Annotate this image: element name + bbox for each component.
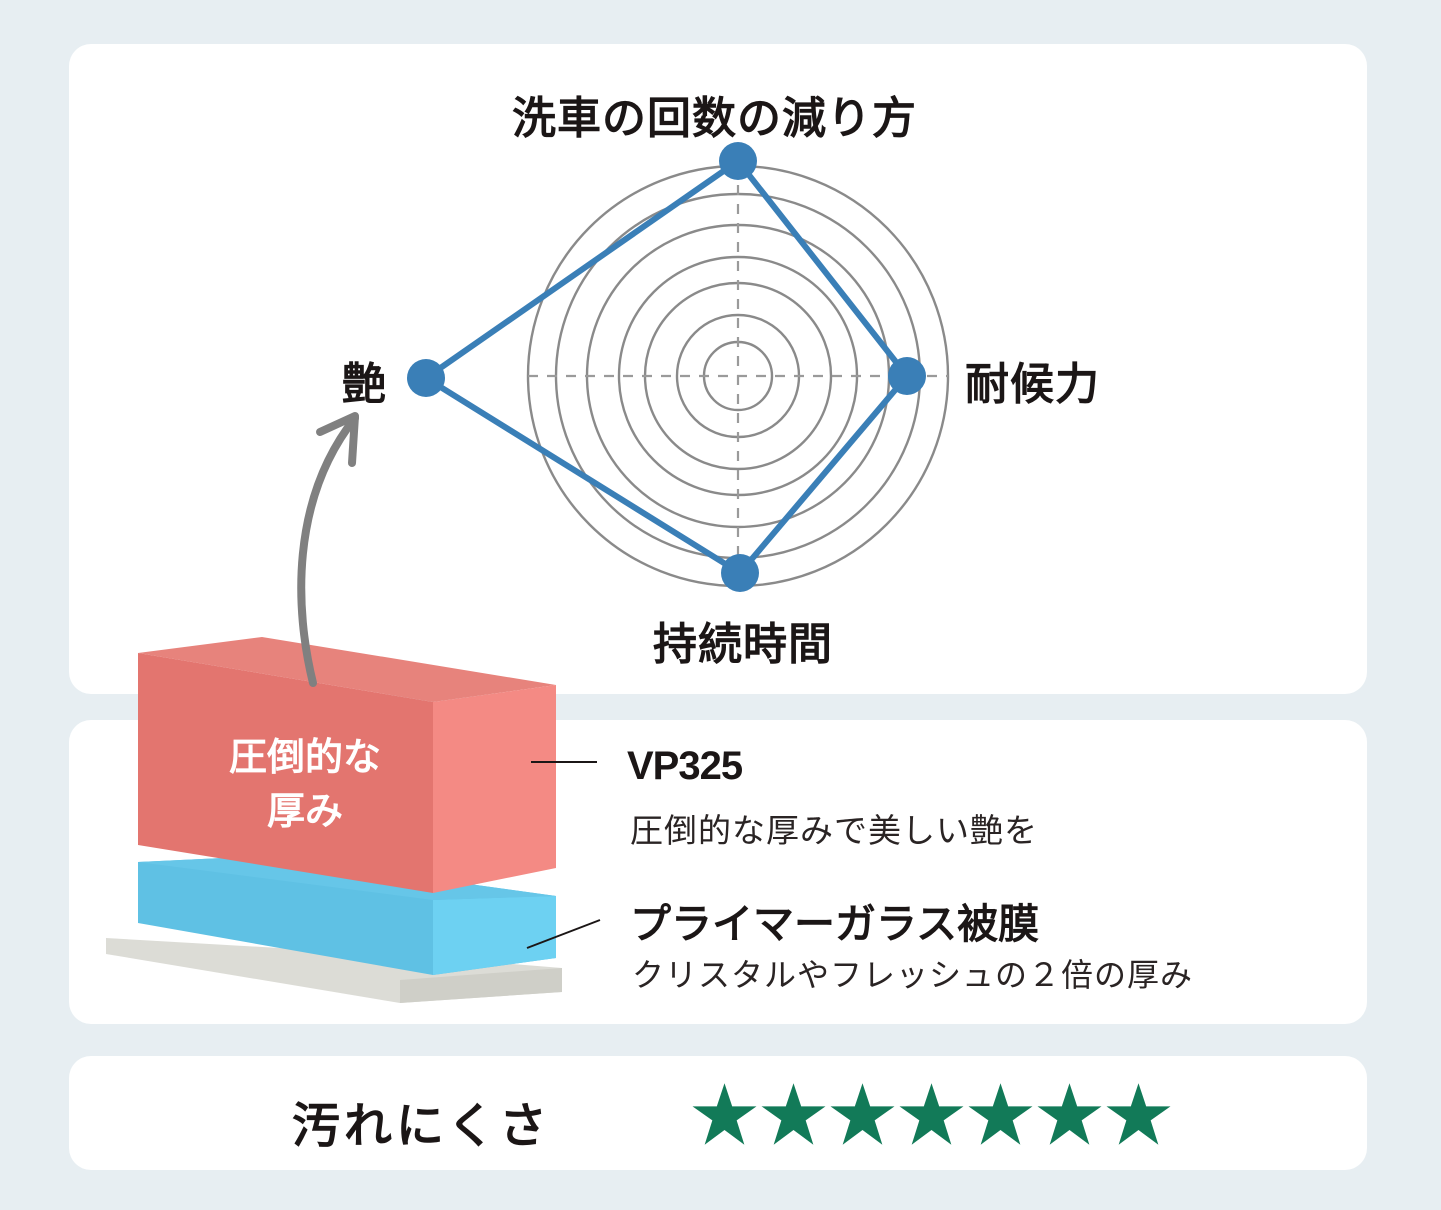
vp325-description: 圧倒的な厚みで美しい艶を <box>630 811 1038 850</box>
star-icon <box>692 1083 757 1145</box>
radar-crosshair <box>528 166 948 586</box>
primer-glass-description: クリスタルやフレッシュの２倍の厚み <box>632 956 1194 994</box>
coating-layers-illustration <box>106 637 562 1003</box>
star-icon <box>761 1083 826 1145</box>
vp325-layer <box>138 653 433 893</box>
axis-label-gloss: 艶 <box>342 359 387 410</box>
primer-glass-title: プライマーガラス被膜 <box>630 900 1040 948</box>
star-icon <box>968 1083 1033 1145</box>
block-label-line1: 圧倒的な <box>228 735 381 779</box>
axis-label-wash-frequency: 洗車の回数の減り方 <box>512 93 917 144</box>
block-label-line2: 厚み <box>266 789 343 833</box>
star-icon <box>1037 1083 1102 1145</box>
stain-resistance-label: 汚れにくさ <box>292 1098 552 1154</box>
radar-series-vp325 <box>407 142 926 592</box>
primer-leader-line <box>526 919 601 949</box>
block-label: 圧倒的な 厚み <box>190 730 420 838</box>
vp325-title: VP325 <box>627 744 743 788</box>
data-point-gloss <box>407 359 445 397</box>
star-rating <box>690 1082 1173 1146</box>
star-icon <box>1106 1083 1171 1145</box>
star-icon <box>899 1083 964 1145</box>
data-point-wash-frequency <box>719 142 757 180</box>
curved-arrow-icon <box>297 412 359 687</box>
data-point-duration <box>721 554 759 592</box>
axis-label-weather-resistance: 耐候力 <box>965 359 1100 410</box>
star-icon <box>830 1083 895 1145</box>
axis-label-duration: 持続時間 <box>653 619 833 670</box>
data-point-weather-resistance <box>888 357 926 395</box>
